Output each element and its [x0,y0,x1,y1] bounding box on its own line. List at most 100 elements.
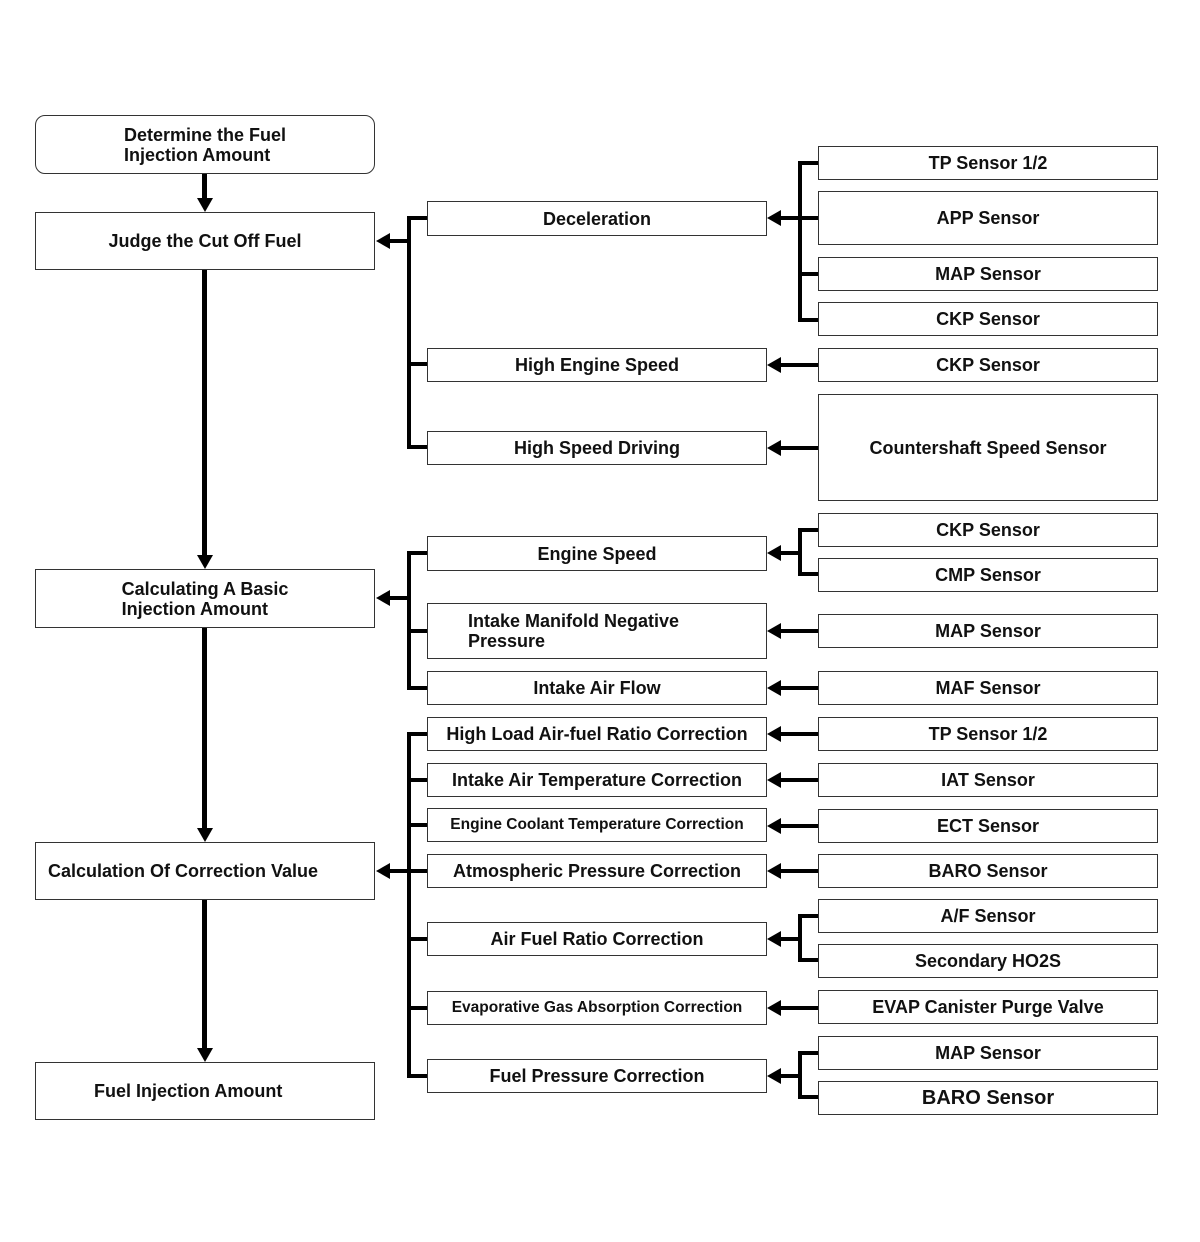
ckp-sensor-label: CKP Sensor [936,355,1040,375]
tp-sensor-label: TP Sensor 1/2 [928,153,1048,173]
baro-sensor-box: BARO Sensor [818,1081,1158,1115]
bracket-line [407,778,427,782]
tp-sensor-box: TP Sensor 1/2 [818,717,1158,751]
arrow-line [780,363,818,367]
iat-sensor-label: IAT Sensor [941,770,1035,790]
cmp-sensor-box: CMP Sensor [818,558,1158,592]
high-engine-speed-label: High Engine Speed [514,355,679,375]
ect-sensor-box: ECT Sensor [818,809,1158,843]
bracket-line [798,1051,802,1099]
bracket-line [407,445,427,449]
bracket-line [798,1095,818,1099]
bracket-line [798,1051,818,1055]
map-sensor-label: MAP Sensor [935,1043,1041,1063]
bracket-line [407,823,427,827]
deceleration-box: Deceleration [427,201,767,236]
bracket-line [407,629,427,633]
bracket-line [780,1074,800,1078]
ckp-sensor-box: CKP Sensor [818,348,1158,382]
intake-manifold-pressure-label: Intake Manifold Negative Pressure [468,611,680,651]
bracket-line [780,216,800,220]
atmospheric-pressure-correction-label: Atmospheric Pressure Correction [452,861,742,881]
iat-sensor-box: IAT Sensor [818,763,1158,797]
map-sensor-box: MAP Sensor [818,257,1158,291]
bracket-line [389,596,409,600]
high-speed-driving-label: High Speed Driving [513,438,681,458]
engine-speed-box: Engine Speed [427,536,767,571]
bracket-line [407,216,411,449]
evap-gas-correction-label: Evaporative Gas Absorption Correction [451,999,743,1016]
arrow-left-icon [767,726,781,742]
arrow-left-icon [767,680,781,696]
intake-air-flow-box: Intake Air Flow [427,671,767,705]
evap-gas-correction-box: Evaporative Gas Absorption Correction [427,991,767,1025]
flow-arrow-line [202,270,207,557]
tp-sensor-label: TP Sensor 1/2 [928,724,1048,744]
ckp-sensor-box: CKP Sensor [818,513,1158,547]
atmospheric-pressure-correction-box: Atmospheric Pressure Correction [427,854,767,888]
bracket-line [798,528,818,532]
ckp-sensor-label: CKP Sensor [936,520,1040,540]
flow-arrow-line [202,628,207,830]
ect-sensor-label: ECT Sensor [936,816,1040,836]
calc-correction-value-label: Calculation Of Correction Value [48,861,319,881]
baro-sensor-label: BARO Sensor [921,1087,1055,1109]
bracket-line [798,528,802,576]
maf-sensor-box: MAF Sensor [818,671,1158,705]
baro-sensor-label: BARO Sensor [928,861,1048,881]
baro-sensor-box: BARO Sensor [818,854,1158,888]
arrow-left-icon [767,1000,781,1016]
evap-canister-purge-valve-box: EVAP Canister Purge Valve [818,990,1158,1024]
bracket-line [798,216,818,220]
bracket-line [407,1006,427,1010]
ckp-sensor-label: CKP Sensor [936,309,1040,329]
high-load-af-correction-label: High Load Air-fuel Ratio Correction [446,724,748,744]
calc-basic-injection-box: Calculating A Basic Injection Amount [35,569,375,628]
arrow-line [780,1006,818,1010]
bracket-line [780,551,800,555]
engine-speed-label: Engine Speed [537,543,657,564]
fuel-pressure-correction-label: Fuel Pressure Correction [489,1066,705,1086]
arrow-left-icon [767,772,781,788]
intake-air-temp-correction-box: Intake Air Temperature Correction [427,763,767,797]
bracket-line [798,318,818,322]
arrow-left-icon [376,233,390,249]
app-sensor-label: APP Sensor [936,208,1040,228]
arrow-left-icon [376,863,390,879]
arrow-line [780,869,818,873]
arrow-left-icon [767,440,781,456]
deceleration-label: Deceleration [542,208,652,229]
bracket-line [798,914,818,918]
secondary-ho2s-label: Secondary HO2S [914,951,1062,971]
af-ratio-correction-label: Air Fuel Ratio Correction [490,929,704,949]
bracket-line [407,686,427,690]
arrow-left-icon [767,623,781,639]
countershaft-speed-sensor-label: Countershaft Speed Sensor [869,437,1107,458]
af-sensor-label: A/F Sensor [940,906,1036,926]
intake-manifold-pressure-box: Intake Manifold Negative Pressure [427,603,767,659]
arrow-down-icon [197,198,213,212]
intake-air-flow-label: Intake Air Flow [533,678,661,698]
arrow-line [780,824,818,828]
arrow-line [780,732,818,736]
judge-cut-off-fuel-box: Judge the Cut Off Fuel [35,212,375,270]
bracket-line [798,161,802,322]
arrow-left-icon [767,1068,781,1084]
coolant-temp-correction-box: Engine Coolant Temperature Correction [427,808,767,842]
calc-correction-value-box: Calculation Of Correction Value [35,842,375,900]
map-sensor-label: MAP Sensor [935,264,1041,284]
arrow-line [780,778,818,782]
fuel-injection-amount-box: Fuel Injection Amount [35,1062,375,1120]
arrow-left-icon [767,931,781,947]
bracket-line [798,272,818,276]
arrow-left-icon [376,590,390,606]
bracket-line [389,239,409,243]
arrow-left-icon [767,210,781,226]
high-engine-speed-box: High Engine Speed [427,348,767,382]
intake-air-temp-correction-label: Intake Air Temperature Correction [451,770,743,790]
bracket-line [798,161,818,165]
arrow-line [780,686,818,690]
bracket-line [407,551,411,690]
bracket-line [407,732,411,1078]
